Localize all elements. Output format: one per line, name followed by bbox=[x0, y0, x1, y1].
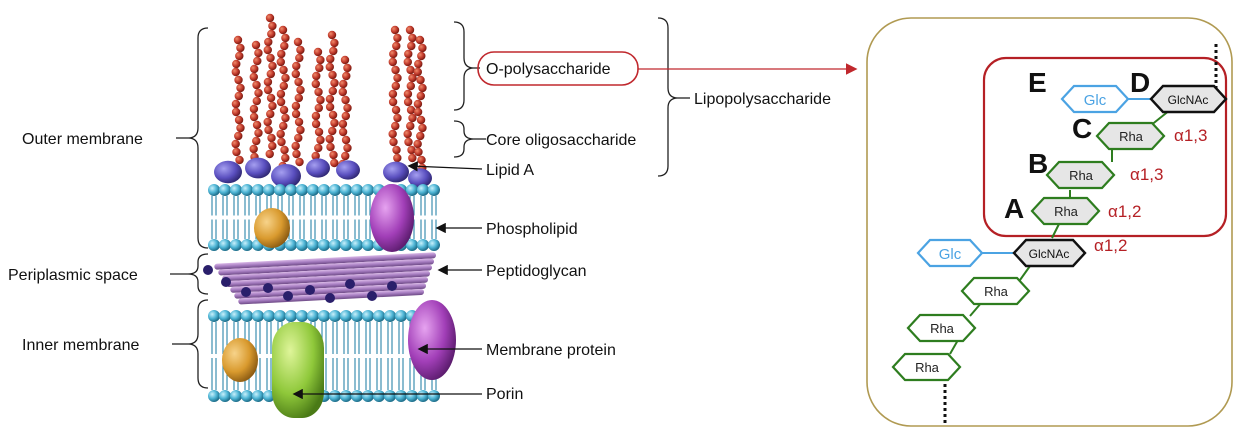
structure-panel: Glc GlcNAc Rha Rha Rha Glc GlcNAc Rha bbox=[867, 18, 1232, 426]
linkage-label-3: α1,2 bbox=[1108, 202, 1141, 221]
membrane-protein-label: Membrane protein bbox=[486, 342, 616, 359]
rha-a-text: Rha bbox=[1054, 204, 1079, 219]
rha-b-text: Rha bbox=[1069, 168, 1094, 183]
linkage-label-4: α1,2 bbox=[1094, 236, 1127, 255]
lipopolysaccharide-label: Lipopolysaccharide bbox=[694, 91, 831, 108]
right-annotations bbox=[454, 18, 690, 176]
lipopolysaccharide-brace bbox=[658, 18, 678, 176]
rha-lower-1-text: Rha bbox=[984, 284, 1009, 299]
glcnac-top-text: GlcNAc bbox=[1168, 93, 1209, 107]
inner-orange-protein bbox=[222, 338, 258, 382]
o-polysaccharide-label: O-polysaccharide bbox=[486, 61, 611, 78]
periplasmic-space-label: Periplasmic space bbox=[8, 267, 138, 284]
rha-lower-2-hex: Rha bbox=[908, 315, 975, 341]
rha-a-hex: Rha bbox=[1032, 198, 1099, 224]
o-polysaccharide-brace bbox=[454, 22, 474, 110]
rha-b-hex: Rha bbox=[1047, 162, 1114, 188]
porin-label: Porin bbox=[486, 386, 523, 403]
rha-lower-2-text: Rha bbox=[930, 321, 955, 336]
lipid-a-core bbox=[214, 158, 432, 188]
glc-top-text: Glc bbox=[1084, 92, 1107, 109]
outer-membrane-label: Outer membrane bbox=[22, 131, 143, 148]
inner-membrane-brace bbox=[188, 300, 208, 388]
residue-letter-b: B bbox=[1028, 148, 1048, 179]
outer-orange-protein bbox=[254, 208, 290, 248]
outer-purple-protein bbox=[370, 184, 414, 252]
linkage-label-2: α1,3 bbox=[1130, 165, 1163, 184]
glcnac-bottom-hex: GlcNAc bbox=[1014, 240, 1085, 266]
o-antigen-chains bbox=[231, 14, 426, 172]
rha-lower-1-hex: Rha bbox=[962, 278, 1029, 304]
porin-cylinder bbox=[272, 322, 324, 418]
residue-letter-a: A bbox=[1004, 193, 1024, 224]
core-oligosaccharide-brace bbox=[454, 121, 474, 157]
rha-lower-3-hex: Rha bbox=[893, 354, 960, 380]
peptidoglycan-layer bbox=[203, 252, 436, 304]
glcnac-bottom-text: GlcNAc bbox=[1029, 247, 1070, 261]
linkage-label-1: α1,3 bbox=[1174, 126, 1207, 145]
inner-membrane-label: Inner membrane bbox=[22, 337, 139, 354]
phospholipid-label: Phospholipid bbox=[486, 221, 578, 238]
membrane-protein-blob bbox=[408, 300, 456, 380]
rha-c-text: Rha bbox=[1119, 129, 1144, 144]
outer-membrane-brace bbox=[188, 28, 208, 248]
core-oligosaccharide-label: Core oligosaccharide bbox=[486, 132, 636, 149]
residue-letter-c: C bbox=[1072, 113, 1092, 144]
residue-letter-d: D bbox=[1130, 67, 1150, 98]
rha-c-hex: Rha bbox=[1097, 123, 1164, 149]
glc-top-hex: Glc bbox=[1062, 86, 1128, 112]
glcnac-top-hex: GlcNAc bbox=[1151, 86, 1226, 112]
glc-bottom-hex: Glc bbox=[918, 240, 982, 266]
left-annotations bbox=[170, 28, 208, 388]
membrane-illustration bbox=[203, 14, 456, 418]
lipid-a-label: Lipid A bbox=[486, 162, 534, 179]
glc-bottom-text: Glc bbox=[939, 246, 962, 263]
rha-lower-3-text: Rha bbox=[915, 360, 940, 375]
residue-letter-e: E bbox=[1028, 67, 1047, 98]
peptidoglycan-label: Peptidoglycan bbox=[486, 263, 587, 280]
